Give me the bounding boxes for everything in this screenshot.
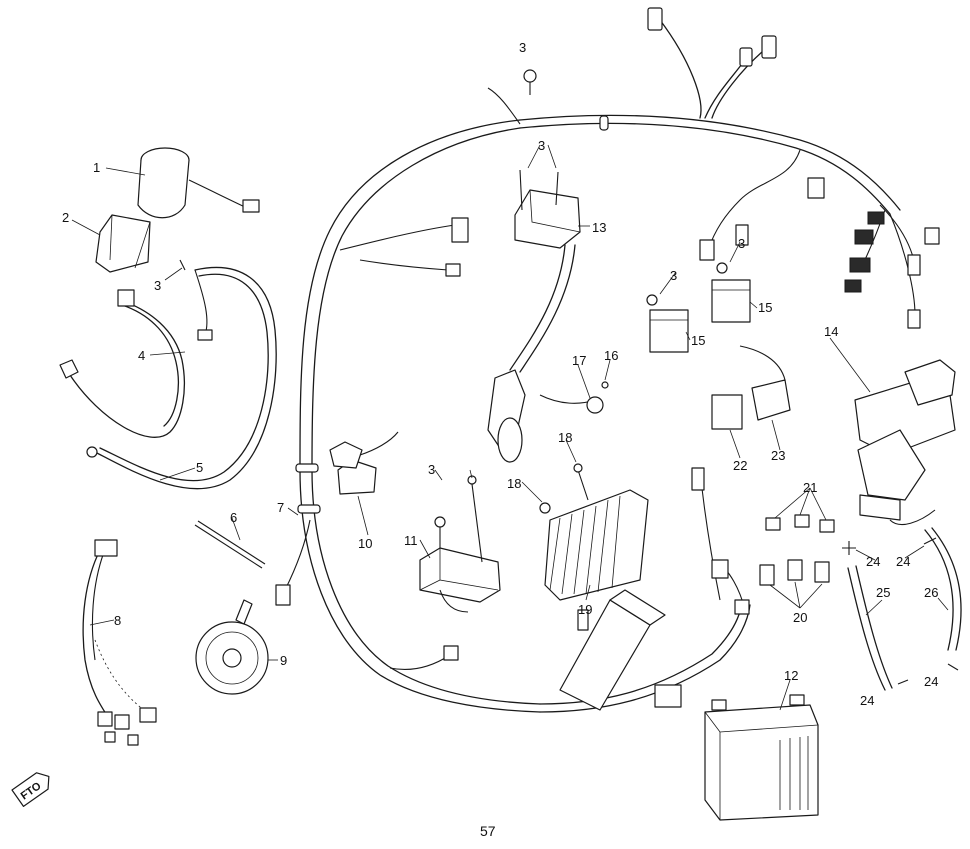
part-14-ignition-switch [854, 359, 956, 525]
part-8-subharness [82, 539, 157, 746]
callout-6: 6 [230, 510, 237, 525]
bolt-3-coil [519, 169, 559, 211]
part-4-cable [59, 289, 185, 438]
part-24-25-26-hoses [842, 527, 962, 691]
callout-9: 9 [280, 653, 287, 668]
part-5-cable [86, 266, 277, 490]
callout-1: 1 [93, 160, 100, 175]
callout-22: 22 [733, 458, 747, 473]
part-16-17-sensor [539, 381, 609, 414]
callout-3-relay-left: 3 [670, 268, 677, 283]
callout-18-left: 18 [507, 476, 521, 491]
part-1-indicator [137, 147, 260, 219]
part-19-regulator [539, 463, 649, 601]
callout-20: 20 [793, 610, 807, 625]
callout-19: 19 [578, 602, 592, 617]
callout-24-d: 24 [924, 674, 938, 689]
callout-18-top: 18 [558, 430, 572, 445]
bolt-3-top [523, 69, 537, 83]
part-6-cable-tie [194, 520, 266, 569]
callout-3-top: 3 [519, 40, 526, 55]
part-22-relay [711, 394, 743, 430]
leader-lines [71, 144, 949, 711]
callout-10: 10 [358, 536, 372, 551]
callout-25: 25 [876, 585, 890, 600]
part-13-ignition-coil [487, 189, 581, 463]
part-9-horn [195, 599, 269, 695]
callout-17: 17 [572, 353, 586, 368]
part-23-module [739, 345, 791, 421]
callout-labels: 1 2 3 3 3 3 3 3 4 5 6 7 8 9 10 11 12 13 … [62, 40, 938, 708]
callout-2: 2 [62, 210, 69, 225]
front-arrow-logo: FTO [11, 772, 50, 807]
callout-4: 4 [138, 348, 145, 363]
part-21-caps [765, 514, 835, 533]
part-15-relay-right [711, 262, 751, 323]
callout-23: 23 [771, 448, 785, 463]
callout-24-a: 24 [866, 554, 880, 569]
part-12-battery [704, 694, 819, 821]
page-number: 57 [480, 823, 496, 839]
callout-3-relay-right: 3 [738, 236, 745, 251]
part-11-cdi-unit [419, 475, 501, 613]
callout-14: 14 [824, 324, 838, 339]
callout-3-cdi: 3 [428, 462, 435, 477]
callout-3-left: 3 [154, 278, 161, 293]
callout-21: 21 [803, 480, 817, 495]
callout-15-right: 15 [758, 300, 772, 315]
callout-15-left: 15 [691, 333, 705, 348]
callout-3-coil: 3 [538, 138, 545, 153]
callout-5: 5 [196, 460, 203, 475]
bolt-3-left [179, 259, 186, 271]
callout-16: 16 [604, 348, 618, 363]
callout-24-c: 24 [860, 693, 874, 708]
part-10-relay [329, 431, 399, 495]
callout-11: 11 [404, 533, 418, 548]
callout-13: 13 [592, 220, 606, 235]
callout-7: 7 [277, 500, 284, 515]
part-2-flasher [95, 214, 151, 273]
callout-12: 12 [784, 668, 798, 683]
callout-26: 26 [924, 585, 938, 600]
part-20-fuses [759, 559, 830, 586]
callout-8: 8 [114, 613, 121, 628]
main-harness [275, 7, 940, 713]
part-15-relay-left [646, 294, 689, 353]
callout-24-b: 24 [896, 554, 910, 569]
